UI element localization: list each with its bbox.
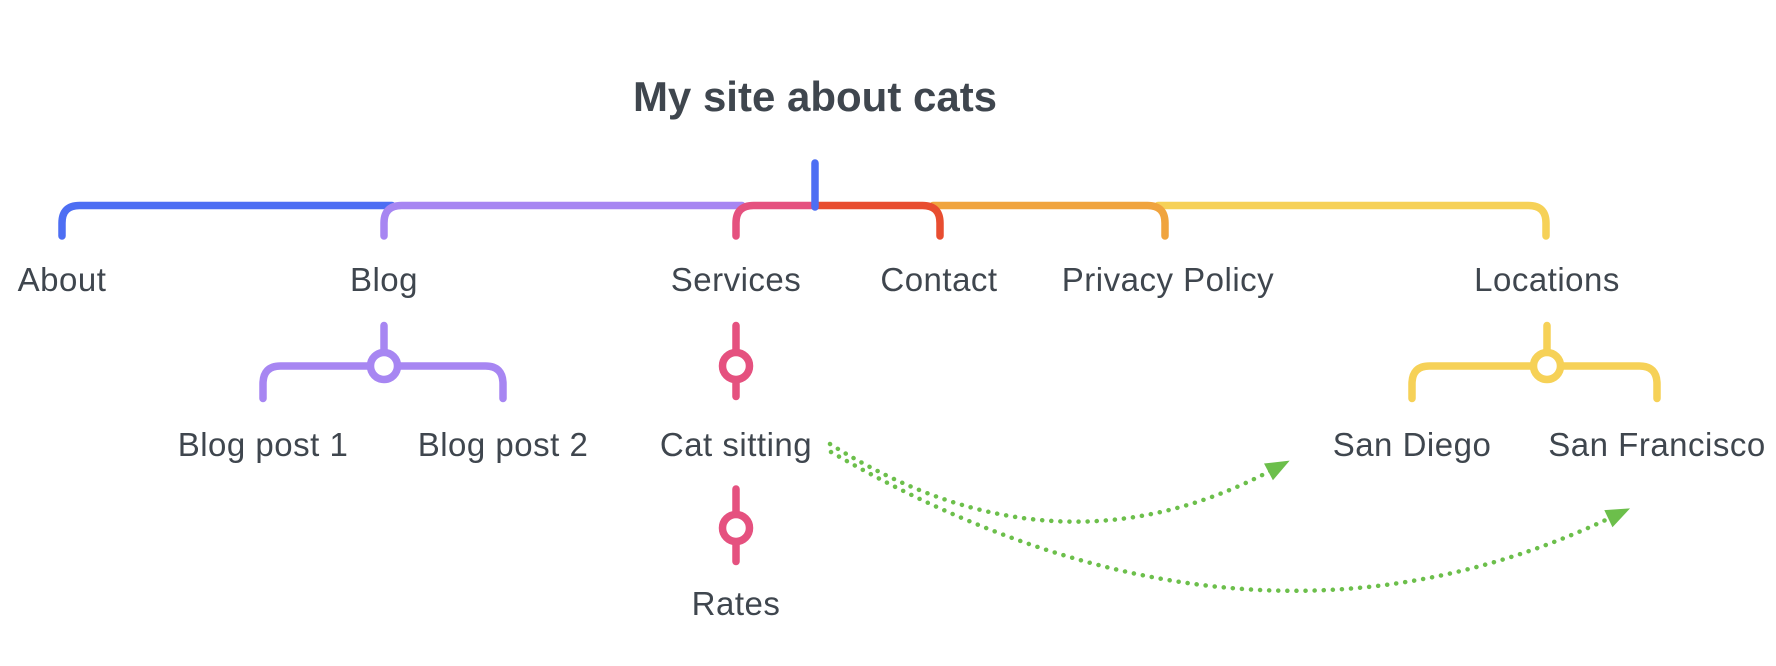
- node-label-about[interactable]: About: [18, 261, 107, 298]
- reference-arrow-cat-sitting-to-san-diego: [827, 441, 1290, 524]
- node-label-services[interactable]: Services: [671, 261, 802, 298]
- branch-line-contact: [811, 201, 944, 240]
- branch-line-about: [58, 201, 396, 240]
- arrowhead-icon-1: [1264, 460, 1290, 481]
- branch-line-services: [732, 201, 819, 240]
- site-title: My site about cats: [633, 73, 997, 120]
- arrowhead-icon-2: [1604, 508, 1631, 528]
- node-label-privacy-policy[interactable]: Privacy Policy: [1062, 261, 1274, 298]
- node-label-contact[interactable]: Contact: [880, 261, 997, 298]
- cat-sitting-connector-circle: [718, 510, 754, 546]
- reference-arrow-cat-sitting-to-san-francisco: [828, 449, 1631, 593]
- node-label-san-francisco[interactable]: San Francisco: [1548, 426, 1765, 463]
- blog-subtree: Blog post 1 Blog post 2: [178, 321, 589, 463]
- branch-line-privacy: [929, 201, 1169, 240]
- branch-line-locations: [1154, 201, 1550, 240]
- node-label-locations[interactable]: Locations: [1474, 261, 1620, 298]
- node-label-san-diego[interactable]: San Diego: [1333, 426, 1492, 463]
- reference-arrow-curve-2: [828, 449, 1615, 593]
- node-label-rates[interactable]: Rates: [692, 585, 781, 622]
- top-level-labels: About Blog Services Contact Privacy Poli…: [18, 261, 1620, 298]
- reference-arrow-curve-1: [827, 441, 1275, 524]
- top-level-branches: [58, 159, 1550, 240]
- services-subtree: Cat sitting Rates: [660, 321, 812, 622]
- branch-line-blog: [380, 201, 746, 240]
- locations-subtree: San Diego San Francisco: [1333, 321, 1765, 463]
- blog-connector-circle: [366, 348, 402, 384]
- node-label-cat-sitting[interactable]: Cat sitting: [660, 426, 812, 463]
- node-label-blog[interactable]: Blog: [350, 261, 418, 298]
- services-connector-circle: [718, 348, 754, 384]
- node-label-blog-post-1[interactable]: Blog post 1: [178, 426, 349, 463]
- locations-connector-circle: [1529, 348, 1565, 384]
- node-label-blog-post-2[interactable]: Blog post 2: [418, 426, 589, 463]
